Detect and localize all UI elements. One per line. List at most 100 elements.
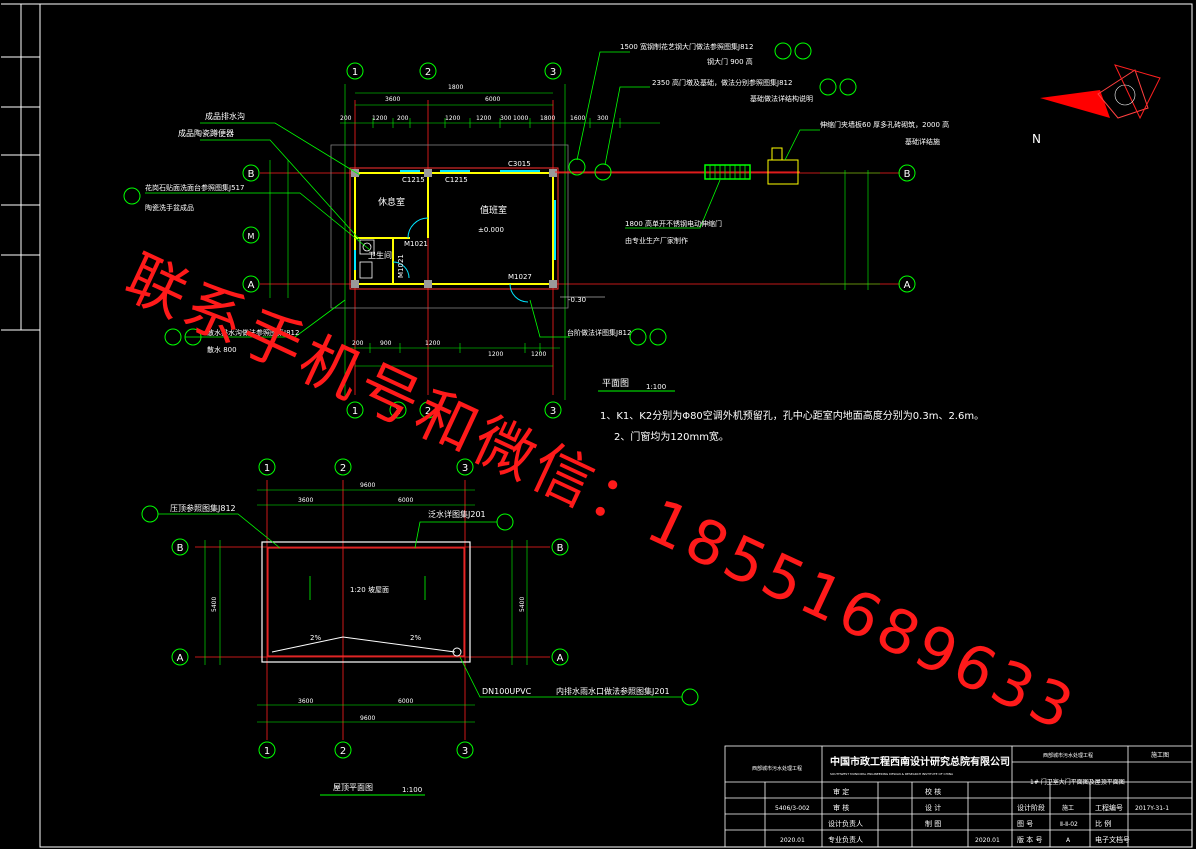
axis-bubble-2-top: 2 <box>425 67 431 78</box>
title-project: 西部城市污水处理工程 <box>1043 752 1093 759</box>
roof-dim-2: 6000 <box>398 497 413 504</box>
title-approve: 审 定 <box>833 787 849 796</box>
title-design-head: 设计负责人 <box>828 819 863 828</box>
axis-bubble-2-bottom: 2 <box>425 406 431 417</box>
note-wall: 伸缩门夹墙板60 厚多孔砖砌筑，2000 高 <box>820 120 949 129</box>
roof-axis-3-top: 3 <box>462 463 468 474</box>
roof-plan: 1:20 坡屋面 2% 2% 3600 6000 9600 3600 6000 … <box>141 458 699 796</box>
plan-walls <box>354 172 554 285</box>
dim-top-total: 1800 <box>448 84 463 91</box>
roof-ridge-label: 1:20 坡屋面 <box>350 585 389 594</box>
note-drain-ditch: 散水排水沟做法参照图集J812 <box>207 328 299 337</box>
note-ceramic-basin: 陶瓷洗手盆成品 <box>145 203 194 212</box>
plan-dimension-lines <box>269 84 880 400</box>
title-scale-label: 比 例 <box>1095 819 1111 828</box>
drawing-frame <box>1 3 1193 848</box>
dim-second-2: 1200 <box>372 115 387 122</box>
title-stage-value: 施工 <box>1062 804 1074 812</box>
note-granite-basin: 花岗石贴面洗面台参照图集J517 <box>145 183 244 192</box>
door-tag-1: M1021 <box>404 240 428 248</box>
axis-bubble-3-top: 3 <box>550 67 556 78</box>
note-gate-pier: 2350 高门墩及基础，做法分别参照图集J812 <box>652 78 792 87</box>
roof-dim-total: 9600 <box>360 482 375 489</box>
title-drawing-name: 1# 门卫室大门平面图及屋顶平面图 <box>1030 778 1125 786</box>
title-review: 审 核 <box>833 803 849 812</box>
roof-slope-left: 2% <box>310 634 321 642</box>
roof-axis-A-right: A <box>557 653 564 664</box>
plan-walls-red <box>349 167 559 290</box>
roof-axis-3-bottom: 3 <box>462 746 468 757</box>
title-projno-value: 2017Y-31-1 <box>1135 805 1169 812</box>
note-foundation: 基础做法详结构说明 <box>750 94 813 103</box>
dim-bottom-4: 1200 <box>488 351 503 358</box>
roof-axis-1-bottom: 1 <box>264 746 270 757</box>
window-tag-3: C3015 <box>508 160 531 168</box>
roof-callout-pipe: DN100UPVC <box>482 687 532 696</box>
title-phase: 施工图 <box>1151 751 1169 759</box>
plan-scale: 1:100 <box>646 383 666 391</box>
axis-bubble-3-bottom: 3 <box>550 406 556 417</box>
axis-bubble-1-top: 1 <box>352 67 358 78</box>
plan-windows <box>354 170 556 270</box>
axis-bubble-side-bottom: 1 <box>395 407 400 416</box>
roof-axis-B-left: B <box>177 543 184 554</box>
axis-bubble-A-left: A <box>248 280 255 291</box>
roof-axis-1-top: 1 <box>264 463 270 474</box>
roof-scale: 1:100 <box>402 786 422 794</box>
plan-title: 平面图 <box>602 378 629 389</box>
roof-axis-2-bottom: 2 <box>340 746 346 757</box>
roof-slope-right: 2% <box>410 634 421 642</box>
dim-second-1: 200 <box>340 115 352 122</box>
title-date-left: 2020.01 <box>780 837 805 844</box>
dim-second-4: 1200 <box>445 115 460 122</box>
dim-bottom-1: 200 <box>352 340 364 347</box>
roof-callout-flashing: 泛水详图集J201 <box>428 509 486 519</box>
title-company-en: SOUTHWEST MUNICIPAL ENGINEERING DESIGN &… <box>830 772 954 776</box>
floor-plan: 休息室 值班室 卫生间 C1215 C1215 C3015 M1021 M102… <box>242 62 916 419</box>
room-label-rest: 休息室 <box>378 196 405 208</box>
title-prof-head: 专业负责人 <box>828 835 863 844</box>
note-wall-foundation: 基础详结施 <box>905 137 940 146</box>
dim-second-3: 200 <box>397 115 409 122</box>
axis-bubble-1-bottom: 1 <box>352 406 358 417</box>
plan-axis-bubbles <box>242 62 916 419</box>
title-revision-no: 5406/3-002 <box>775 805 810 812</box>
dim-top-1: 3600 <box>385 96 400 103</box>
title-version-value: A <box>1066 837 1071 844</box>
leader-lines <box>145 51 820 338</box>
plan-outline <box>330 144 569 309</box>
roof-callout-parapet: 压顶参照图集J812 <box>170 503 236 513</box>
window-tag-1: C1215 <box>402 176 425 184</box>
note-sliding-gate: 1800 高单开不锈钢电动伸缩门 <box>625 219 722 228</box>
title-projno-label: 工程编号 <box>1095 803 1123 812</box>
axis-bubble-B-right: B <box>904 169 911 180</box>
gate <box>555 147 800 185</box>
roof-callout-drain: 内排水雨水口做法参照图集J201 <box>556 686 670 696</box>
door-tag-2: M1027 <box>508 273 532 281</box>
dim-second-8: 1800 <box>540 115 555 122</box>
note-manufacturer: 由专业生产厂家制作 <box>625 236 688 245</box>
roof-dim-bottom-1: 3600 <box>298 698 313 705</box>
axis-bubble-B-left: B <box>248 169 255 180</box>
window-tag-2: C1215 <box>445 176 468 184</box>
roof-axis-A-left: A <box>177 653 184 664</box>
title-date: 2020.01 <box>975 837 1000 844</box>
title-block: 中国市政工程西南设计研究总院有限公司 SOUTHWEST MUNICIPAL E… <box>724 745 1193 848</box>
dim-bottom-5: 1200 <box>531 351 546 358</box>
room-label-duty: 值班室 <box>480 204 507 216</box>
roof-axis-2-top: 2 <box>340 463 346 474</box>
toilet-fixtures-icon <box>359 239 375 279</box>
roof-title: 屋顶平面图 <box>333 783 373 792</box>
roof-dim-side-left: 5400 <box>211 597 218 612</box>
title-company: 中国市政工程西南设计研究总院有限公司 <box>830 755 1010 768</box>
door-tag-3: M1021 <box>397 254 405 278</box>
north-arrow-icon: N <box>1032 64 1161 146</box>
svg-text:N: N <box>1032 132 1041 146</box>
title-drawno-value: Ⅱ-Ⅱ-02 <box>1060 821 1078 828</box>
roof-axis-B-right: B <box>557 543 564 554</box>
note-steel-gate: 1500 宽钢制花艺钢大门做法参照图集J812 <box>620 42 753 51</box>
title-drawno-label: 图 号 <box>1017 820 1033 828</box>
title-design: 设 计 <box>925 803 941 812</box>
roof-dim-side-right: 5400 <box>519 597 526 612</box>
